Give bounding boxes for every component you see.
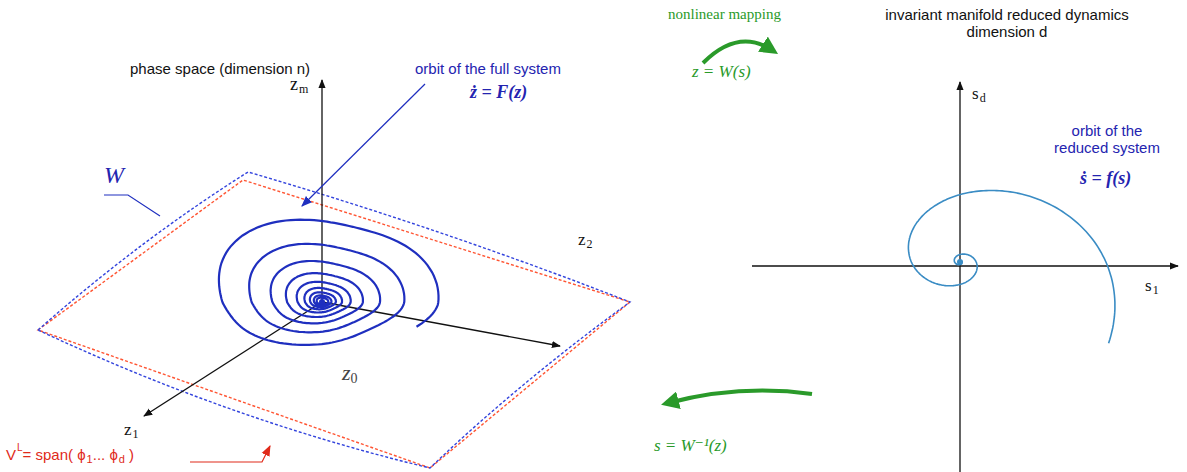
orbit-label: orbit of the full system [415, 60, 561, 77]
equilibrium-point [957, 259, 963, 265]
axis-subscript: 2 [587, 238, 593, 252]
axis-subscript: m [299, 83, 308, 97]
manifold-leader [104, 195, 160, 216]
mapping-label: nonlinear mapping [668, 6, 781, 23]
invariant-manifold [38, 172, 630, 468]
subspace-label: ... ϕ [93, 446, 118, 463]
axis-label: z [578, 230, 586, 250]
tangent-subspace [38, 180, 630, 468]
axis-s1 [752, 265, 1178, 266]
orbit-label: orbit of the reduced system [1048, 122, 1166, 157]
panel-title: phase space (dimension n) [130, 60, 310, 77]
reduced-orbit [908, 191, 1115, 344]
mapping-equation: s = W⁻¹(z) [654, 436, 727, 456]
forward-map-arrow [703, 42, 772, 63]
equation: ż = F(z) [470, 82, 527, 103]
axis-sd [959, 82, 960, 472]
subspace-subscript: 1 [87, 453, 93, 466]
equation: ṡ = f(s) [1080, 168, 1131, 189]
axis-subscript: 0 [351, 371, 358, 387]
panel-title: invariant manifold reduced dynamics dime… [862, 6, 1152, 41]
subspace-subscript: d [119, 453, 125, 466]
subspace-leader [190, 446, 270, 462]
mapping-equation: z = W(s) [692, 62, 751, 82]
full-orbit [219, 220, 439, 345]
axis-subscript: d [980, 92, 986, 106]
axis-zm [321, 80, 322, 302]
subspace-superscript: L [17, 442, 23, 454]
subspace-label: = span( ϕ [23, 446, 86, 463]
subspace-label: ) [129, 446, 134, 463]
axis-label: s [972, 84, 979, 104]
axis-label: z [124, 420, 132, 440]
inverse-map-arrow [668, 391, 812, 403]
orbit-leader [302, 84, 425, 206]
axis-subscript: 1 [1153, 284, 1159, 298]
equilibrium-point [319, 299, 325, 305]
manifold-label: W [104, 162, 124, 190]
subspace-label: V [6, 446, 16, 463]
initial-state-label: z [342, 360, 351, 385]
axis-label: z [290, 74, 298, 95]
axis-label: s [1145, 276, 1152, 296]
axis-subscript: 1 [133, 428, 139, 442]
